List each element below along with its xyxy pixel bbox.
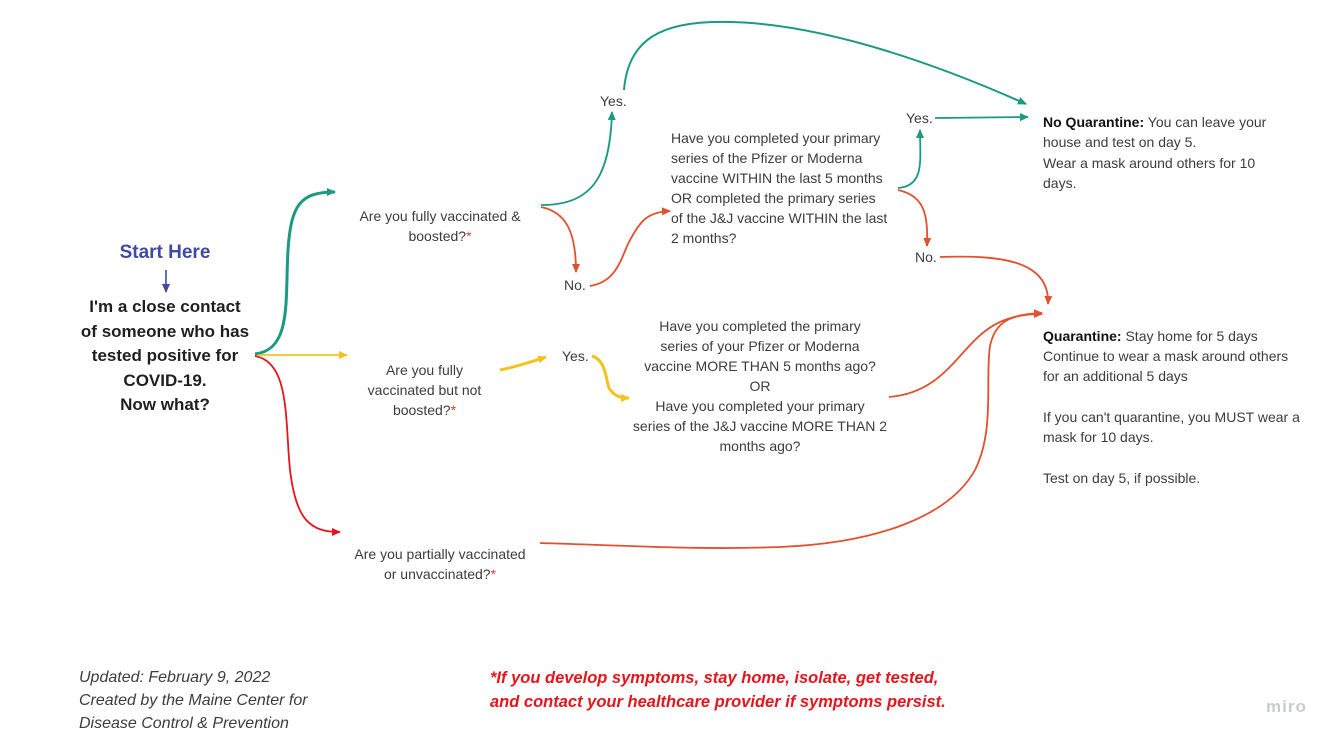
- arrow-no-to-within: [589, 207, 671, 287]
- asterisk-marker: *: [450, 402, 457, 418]
- arrow-yes-to-no-quarantine: [623, 20, 1027, 105]
- outcome-quarantine-cannot: If you can't quarantine, you MUST wear a…: [1043, 409, 1300, 445]
- question-fully-boosted: Are you fully vaccinated & boosted?*: [340, 186, 540, 246]
- outcome-quarantine-mask: Continue to wear a mask around others fo…: [1043, 348, 1289, 384]
- start-here-label: Start Here: [119, 242, 211, 263]
- miro-logo: miro: [1266, 697, 1307, 716]
- arrow-yes-to-more-than: [591, 354, 630, 402]
- answer-yes-within: Yes.: [906, 110, 933, 126]
- arrow-within-no-to-quarantine: [939, 255, 1053, 305]
- outcome-quarantine-test: Test on day 5, if possible.: [1043, 470, 1201, 486]
- outcome-no-quarantine-label: No Quarantine:: [1043, 114, 1145, 130]
- arrow-partial-to-quarantine: [539, 309, 1043, 549]
- arrow-to-partial: [254, 355, 341, 536]
- footer-updated-credit: Updated: February 9, 2022 Created by the…: [79, 669, 308, 732]
- question-not-boosted: Are you fully vaccinated but not boosted…: [352, 340, 497, 420]
- outcome-no-quarantine-mask: Wear a mask around others for 10 days.: [1043, 155, 1256, 191]
- answer-no-boosted: No.: [564, 277, 586, 293]
- answer-no-within: No.: [915, 249, 937, 265]
- arrow-to-boosted: [254, 188, 336, 356]
- close-contact-question: I'm a close contact of someone who has t…: [80, 297, 250, 414]
- question-more-than-months: Have you completed the primary series of…: [632, 318, 888, 454]
- arrow-within-no: [897, 189, 932, 247]
- answer-yes-not-boosted: Yes.: [562, 348, 589, 364]
- question-partially-vaccinated-text: Are you partially vaccinated or unvaccin…: [354, 546, 526, 582]
- question-not-boosted-text: Are you fully vaccinated but not boosted…: [367, 362, 482, 418]
- footer-symptoms-warning: *If you develop symptoms, stay home, iso…: [490, 669, 946, 711]
- arrow-more-than-to-quarantine: [888, 310, 1043, 398]
- question-fully-boosted-text: Are you fully vaccinated & boosted?: [359, 208, 521, 244]
- question-partially-vaccinated: Are you partially vaccinated or unvaccin…: [340, 524, 540, 584]
- arrow-boosted-yes: [540, 111, 616, 206]
- asterisk-marker: *: [466, 228, 472, 244]
- asterisk-marker: *: [490, 566, 497, 582]
- outcome-quarantine-text: Stay home for 5 days: [1121, 328, 1258, 344]
- outcome-quarantine-label: Quarantine:: [1043, 328, 1122, 344]
- outcome-no-quarantine-text: You can leave your house and test on day…: [1043, 114, 1267, 150]
- answer-yes-boosted: Yes.: [600, 93, 627, 109]
- arrow-boosted-no: [540, 206, 580, 273]
- arrow-within-yes: [897, 129, 925, 189]
- question-within-months: Have you completed your primary series o…: [671, 130, 888, 246]
- outcome-no-quarantine: No Quarantine: You can leave your house …: [1043, 92, 1328, 152]
- arrow-within-yes-to-no-quarantine: [934, 113, 1029, 122]
- arrow-not-boosted-yes: [499, 355, 547, 372]
- outcome-quarantine: Quarantine: Stay home for 5 days: [1043, 306, 1333, 346]
